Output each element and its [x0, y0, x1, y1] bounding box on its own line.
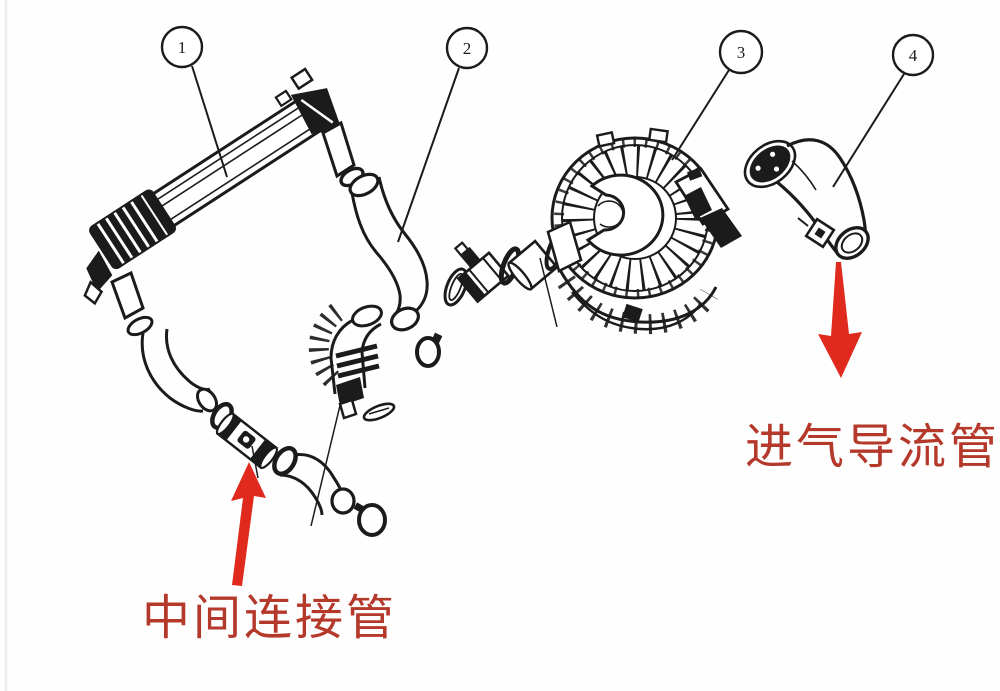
- ribbed-elbow-drawing: [308, 303, 396, 422]
- balloon-2: 2: [397, 26, 489, 243]
- intake-duct-label: 进气导流管: [745, 421, 1000, 474]
- balloon-4: 4: [832, 33, 935, 188]
- balloon-1-number: 1: [178, 38, 187, 57]
- balloon-1: 1: [160, 25, 228, 178]
- middle-connecting-pipe-drawing: [215, 412, 279, 470]
- intercooler-assembly-drawing: [83, 67, 365, 337]
- s-hose-drawing: [348, 172, 443, 368]
- intake-duct-arrow: [818, 262, 862, 378]
- intake-duct-drawing: [743, 138, 870, 260]
- middle-pipe-label: 中间连接管: [142, 592, 397, 645]
- balloon-3-number: 3: [737, 43, 746, 62]
- middle-pipe-arrow: [231, 462, 266, 586]
- air-cleaner-housing-drawing: [546, 127, 742, 335]
- balloon-3: 3: [671, 29, 764, 161]
- left-hose-chain-drawing: [140, 328, 387, 537]
- balloon-2-number: 2: [463, 39, 472, 58]
- balloon-4-number: 4: [909, 46, 918, 65]
